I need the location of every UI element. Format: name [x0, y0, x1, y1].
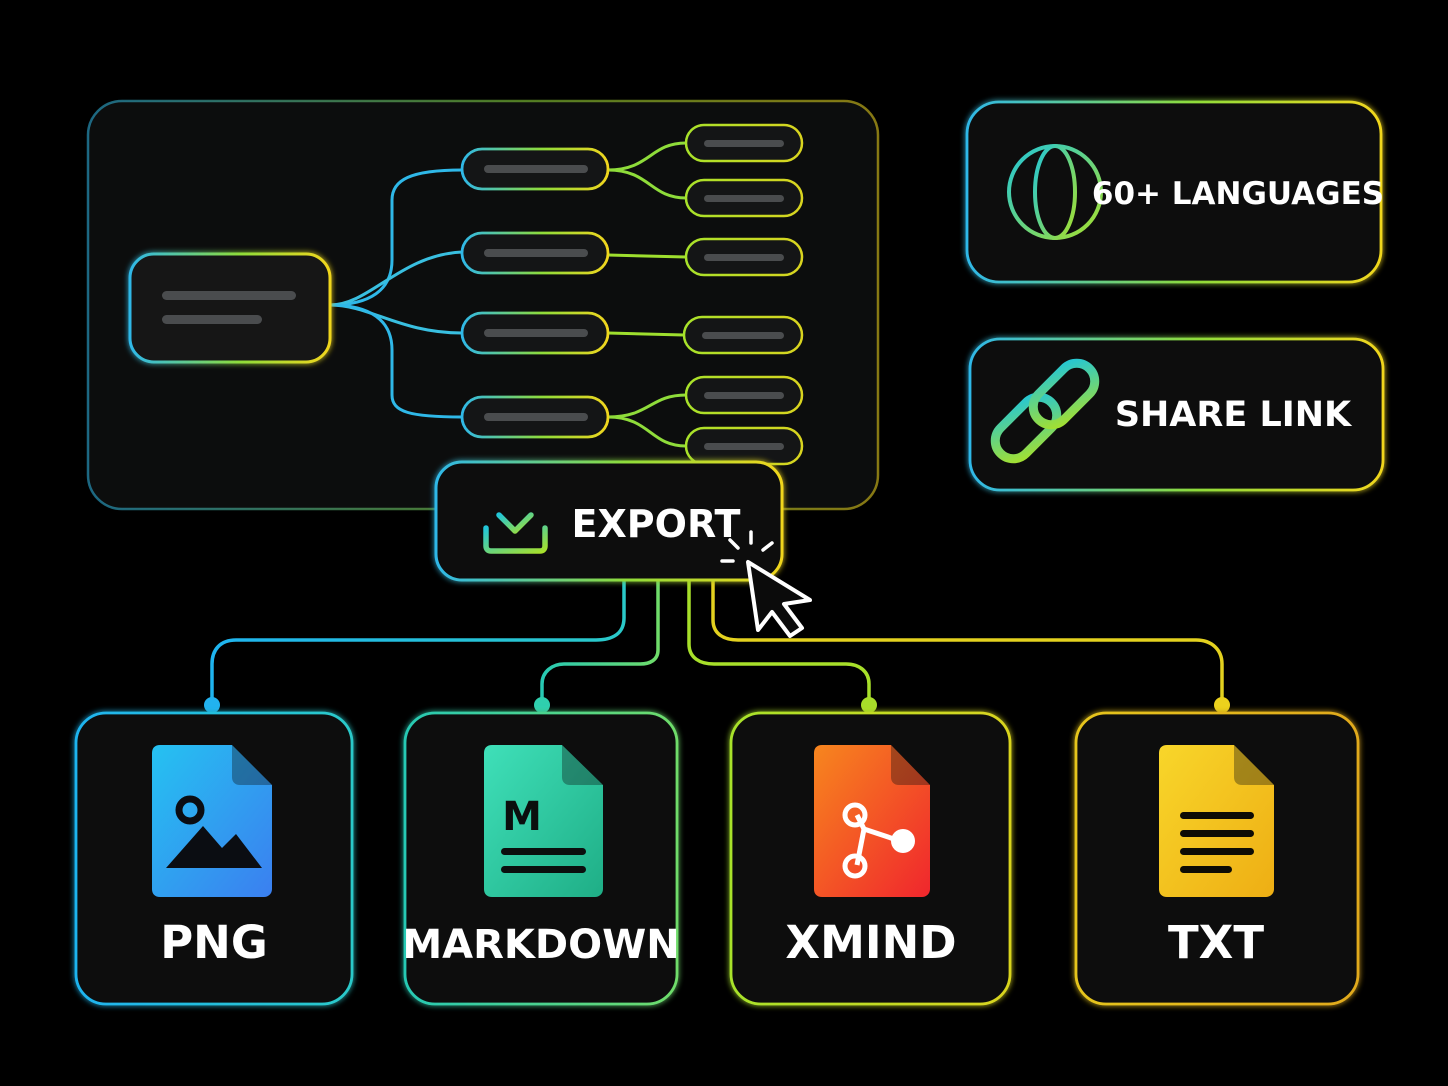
mindmap-leaf-node — [684, 178, 804, 218]
mindmap-branch-node — [460, 395, 610, 439]
download-icon — [483, 487, 548, 554]
mindmap-leaf-node — [682, 315, 804, 355]
format-card-txt[interactable]: TXT — [1074, 711, 1360, 1006]
format-label-markdown: MARKDOWN — [402, 922, 679, 968]
format-label-xmind: XMIND — [785, 916, 956, 969]
xmind-file-icon — [814, 745, 930, 897]
mindmap-leaf-node — [684, 426, 804, 466]
format-card-png[interactable]: PNG — [74, 711, 354, 1006]
text-file-icon — [1159, 745, 1274, 897]
mindmap-leaf-node — [684, 375, 804, 415]
share-link-card[interactable]: SHARE LINK — [968, 337, 1385, 492]
mindmap-branch-node — [460, 231, 610, 275]
mindmap-leaf-node — [684, 123, 804, 163]
languages-card[interactable]: 60+ LANGUAGES — [965, 100, 1384, 284]
format-label-txt: TXT — [1168, 916, 1264, 969]
share-link-label: SHARE LINK — [1115, 395, 1353, 435]
mindmap-connectors — [329, 141, 687, 448]
export-button[interactable]: EXPORT — [434, 460, 784, 582]
mindmap-branch-node — [460, 311, 610, 355]
format-label-png: PNG — [160, 916, 268, 969]
export-label: EXPORT — [572, 502, 741, 546]
mindmap-root-node — [128, 252, 332, 364]
link-icon — [990, 358, 1100, 464]
markdown-file-icon: M — [484, 745, 603, 897]
languages-label: 60+ LANGUAGES — [1092, 176, 1384, 212]
export-connectors — [204, 580, 1230, 713]
format-card-markdown[interactable]: M MARKDOWN — [402, 711, 680, 1006]
mindmap-branch-node — [460, 147, 610, 191]
format-card-xmind[interactable]: XMIND — [729, 711, 1012, 1006]
cursor-arrow-icon — [720, 530, 812, 638]
mindmap-panel — [86, 99, 880, 511]
image-file-icon — [152, 745, 272, 897]
globe-icon — [1007, 144, 1103, 240]
mindmap-leaf-node — [684, 237, 804, 277]
markdown-glyph: M — [502, 794, 542, 840]
